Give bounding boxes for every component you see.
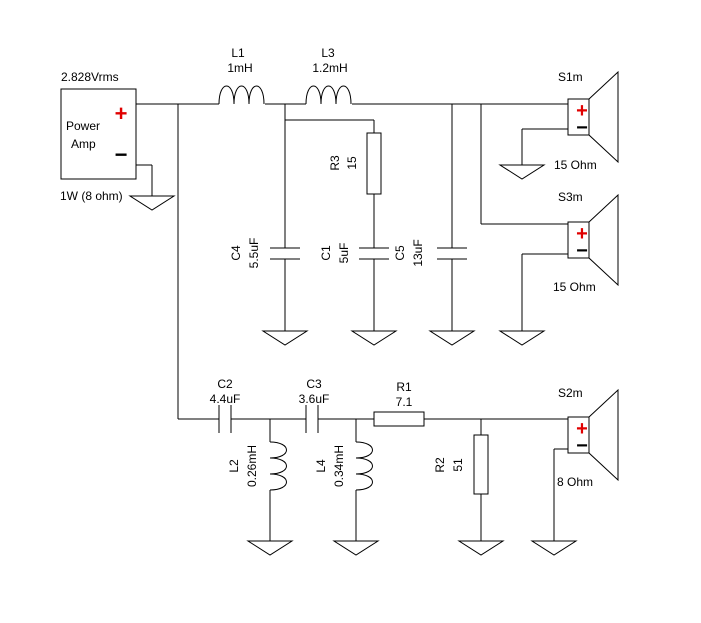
amp-minus-sign: − xyxy=(115,142,128,167)
inductor-L4 xyxy=(355,441,373,491)
wires xyxy=(136,103,568,541)
power-amp-label-line2: Amp xyxy=(71,137,96,151)
S2m-minus-sign: − xyxy=(576,435,588,457)
ground-symbol xyxy=(429,330,475,346)
C3-value: 3.6uF xyxy=(299,392,330,406)
L1-name: L1 xyxy=(231,46,245,60)
ground-symbol xyxy=(333,540,379,556)
source-voltage-label: 2.828Vrms xyxy=(61,70,119,84)
S3m-plus-sign: + xyxy=(576,223,588,245)
L2-name: L2 xyxy=(227,459,241,473)
R2-value: 51 xyxy=(451,458,465,472)
S1m-name: S1m xyxy=(558,70,583,84)
capacitor-C1 xyxy=(359,247,389,260)
ground-symbol xyxy=(351,330,397,346)
L3-name: L3 xyxy=(321,46,335,60)
S3m-name: S3m xyxy=(558,190,583,204)
S1m-impedance: 15 Ohm xyxy=(554,158,597,172)
L4-name: L4 xyxy=(314,459,328,473)
C1-name: C1 xyxy=(319,245,333,261)
S2m-impedance: 8 Ohm xyxy=(557,475,593,489)
L2-value: 0.26mH xyxy=(245,445,259,487)
ground-symbol xyxy=(531,540,577,556)
R1-name: R1 xyxy=(396,380,412,394)
R1-value: 7.1 xyxy=(396,395,413,409)
resistor-R1 xyxy=(373,411,425,427)
ground-symbol xyxy=(262,330,308,346)
capacitor-C4 xyxy=(270,247,300,260)
power-amp-box xyxy=(60,88,137,180)
S3m-impedance: 15 Ohm xyxy=(553,280,596,294)
L4-value: 0.34mH xyxy=(332,445,346,487)
S3m-minus-sign: − xyxy=(576,240,588,262)
ground-symbol xyxy=(499,330,545,346)
inductor-L3 xyxy=(305,85,352,105)
C2-value: 4.4uF xyxy=(210,392,241,406)
resistor-R3 xyxy=(366,132,382,195)
C5-name: C5 xyxy=(393,245,407,261)
R2-name: R2 xyxy=(433,457,447,473)
inductor-L1 xyxy=(218,85,265,105)
ground-symbol xyxy=(129,195,175,211)
S2m-name: S2m xyxy=(558,386,583,400)
R3-name: R3 xyxy=(328,155,342,171)
C2-name: C2 xyxy=(217,377,233,391)
C3-name: C3 xyxy=(306,377,322,391)
C1-value: 5uF xyxy=(337,243,351,264)
power-amp-label-line1: Power xyxy=(66,119,100,133)
L3-value: 1.2mH xyxy=(312,61,347,75)
source-power-label: 1W (8 ohm) xyxy=(60,189,123,203)
S2m-plus-sign: + xyxy=(576,418,588,440)
ground-symbol xyxy=(499,164,545,180)
ground-symbol xyxy=(247,540,293,556)
capacitor-C3 xyxy=(305,405,319,433)
C4-value: 5.5uF xyxy=(247,238,261,269)
S1m-minus-sign: − xyxy=(576,117,588,139)
capacitor-C5 xyxy=(437,247,467,260)
amp-plus-sign: + xyxy=(115,101,128,126)
inductor-L2 xyxy=(269,441,287,491)
S1m-plus-sign: + xyxy=(576,100,588,122)
C4-name: C4 xyxy=(229,245,243,261)
ground-symbol xyxy=(458,540,504,556)
resistor-R2 xyxy=(473,434,489,495)
L1-value: 1mH xyxy=(227,61,252,75)
capacitor-C2 xyxy=(218,405,232,433)
R3-value: 15 xyxy=(345,156,359,170)
C5-value: 13uF xyxy=(411,239,425,266)
